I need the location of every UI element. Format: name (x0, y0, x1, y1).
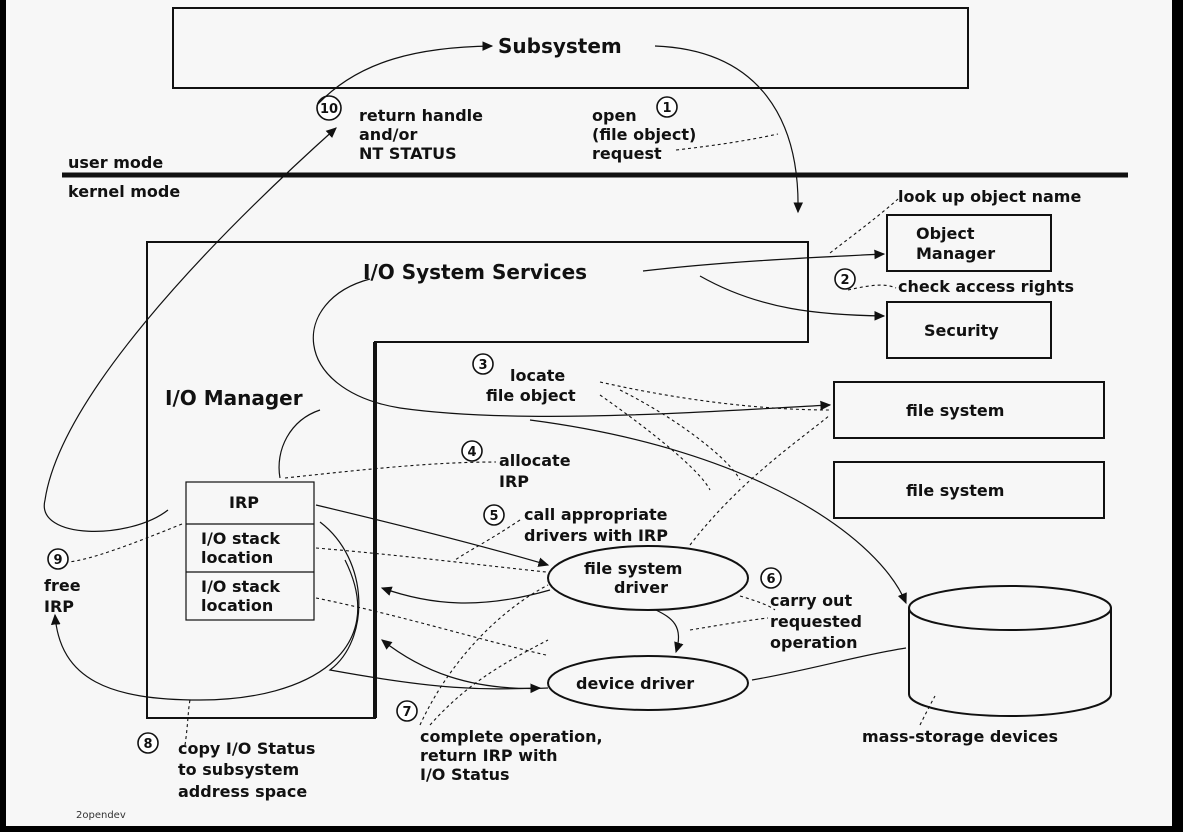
step-3-line-1: locate (510, 366, 565, 385)
step-7-number: 7 (402, 705, 411, 720)
step-6-line-2: requested (770, 612, 862, 631)
dotted-lines (67, 133, 936, 746)
step-4-line-1: allocate (499, 451, 571, 470)
step-5-line-1: call appropriate (524, 505, 668, 524)
step-8-line-3: address space (178, 782, 307, 801)
security-label: Security (924, 321, 999, 340)
fsd-label-2: driver (614, 578, 668, 597)
lookup-label: look up object name (898, 187, 1081, 206)
io-stack-location-2a: I/O stack (201, 577, 280, 596)
subsystem-label: Subsystem (498, 34, 622, 58)
io-stack-location-1b: location (201, 548, 273, 567)
step-9-circle (47, 548, 69, 570)
file-system-driver-ellipse (547, 545, 749, 611)
step-5-number: 5 (489, 509, 498, 524)
device-driver-label: device driver (576, 674, 694, 693)
step-5-circle (483, 504, 505, 526)
step-10-line-1: return handle (359, 106, 483, 125)
step-8-circle (137, 732, 159, 754)
subsystem-box (172, 7, 969, 89)
step-3-number: 3 (478, 358, 487, 373)
step-3-line-2: file object (486, 386, 576, 405)
step-7-line-1: complete operation, (420, 727, 603, 746)
user-mode-label: user mode (68, 153, 163, 172)
step-1-line-2: (file object) (592, 125, 696, 144)
step-7-line-2: return IRP with (420, 746, 558, 765)
file-system-box-1 (833, 381, 1105, 439)
step-4-circle (461, 440, 483, 462)
step-10-number: 10 (320, 102, 338, 117)
device-driver-ellipse (547, 655, 749, 711)
step-2-circle (834, 268, 856, 290)
step-3-circle (472, 353, 494, 375)
step-4-number: 4 (467, 445, 476, 460)
solid-arrows (43, 41, 907, 701)
irp-stack-box (185, 481, 315, 621)
io-stack-location-1a: I/O stack (201, 529, 280, 548)
step-1-number: 1 (662, 101, 671, 116)
file-system-label-1: file system (906, 401, 1004, 420)
step-9-line-2: IRP (44, 597, 74, 616)
step-10-line-3: NT STATUS (359, 144, 457, 163)
step-1-circle (656, 96, 678, 118)
mass-storage-label: mass-storage devices (862, 727, 1058, 746)
diagram-page (6, 0, 1172, 826)
step-4-line-2: IRP (499, 472, 529, 491)
watermark: 2opendev (76, 810, 126, 821)
io-manager-label: I/O Manager (165, 386, 303, 410)
step-8-line-2: to subsystem (178, 760, 299, 779)
step-10-circle (316, 95, 342, 121)
io-stack-location-2b: location (201, 596, 273, 615)
security-box (886, 301, 1052, 359)
step-6-number: 6 (766, 572, 775, 587)
mass-storage-cylinder (908, 585, 1112, 717)
step-2-line-1: check access rights (898, 277, 1074, 296)
file-system-label-2: file system (906, 481, 1004, 500)
step-10-line-2: and/or (359, 125, 417, 144)
file-system-box-2 (833, 461, 1105, 519)
step-9-number: 9 (53, 553, 62, 568)
step-5-line-2: drivers with IRP (524, 526, 668, 545)
step-6-circle (760, 567, 782, 589)
object-manager-box (886, 214, 1052, 272)
step-6-line-1: carry out (770, 591, 852, 610)
fsd-label-1: file system (584, 559, 682, 578)
object-manager-label-1: Object (916, 224, 975, 243)
step-9-line-1: free (44, 576, 81, 595)
io-system-services-box (146, 241, 809, 719)
irp-label: IRP (229, 493, 259, 512)
io-system-services-label: I/O System Services (363, 260, 587, 284)
step-8-number: 8 (143, 737, 152, 752)
step-1-line-3: request (592, 144, 662, 163)
object-manager-label-2: Manager (916, 244, 995, 263)
step-8-line-1: copy I/O Status (178, 739, 315, 758)
step-6-line-3: operation (770, 633, 858, 652)
step-7-line-3: I/O Status (420, 765, 510, 784)
step-2-number: 2 (840, 273, 849, 288)
step-1-line-1: open (592, 106, 637, 125)
step-7-circle (396, 700, 418, 722)
kernel-mode-label: kernel mode (68, 182, 180, 201)
